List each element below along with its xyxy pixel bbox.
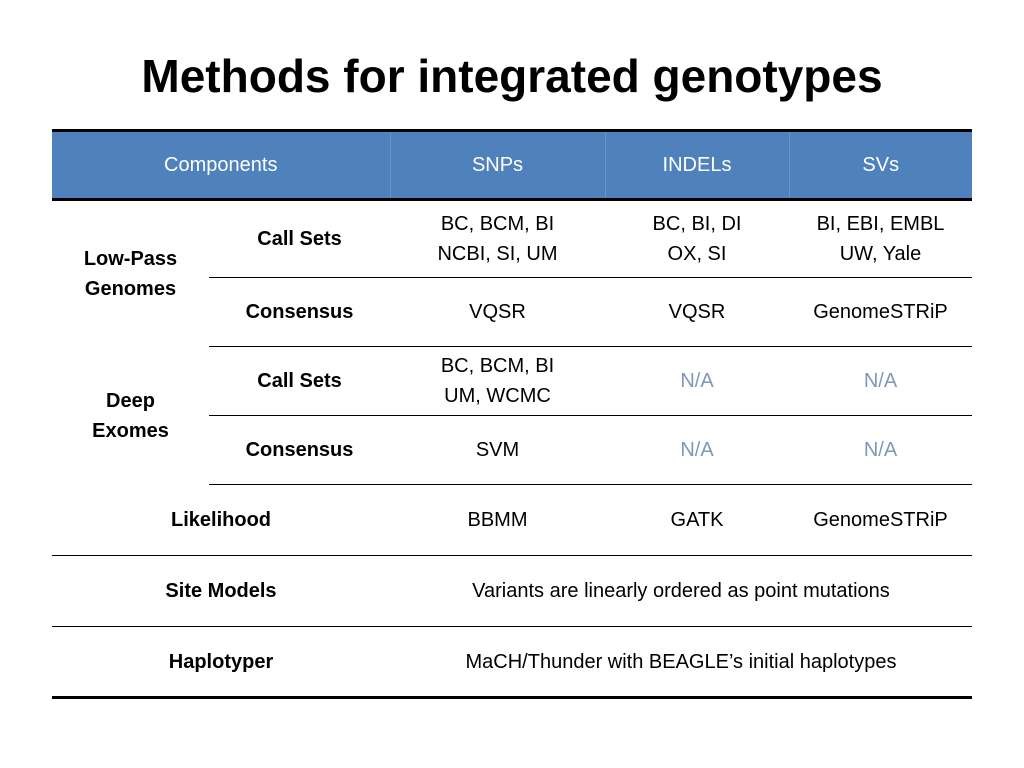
cell-snps: BBMM [390,484,605,556]
cell-indels: N/A [680,370,714,392]
header-snps: SNPs [389,129,605,201]
cell-svs: BI, EBI, EMBL UW, Yale [816,213,945,265]
cell-svs: N/A [789,415,972,485]
cell-svs: N/A [863,370,898,392]
row-label-site-models: Site Models [52,555,390,627]
cell-haplotyper-value: MaCH/Thunder with BEAGLE’s initial haplo… [390,626,972,699]
row-label-call-sets: Call Sets [257,370,342,392]
table-row: Low-Pass Genomes Call Sets BC, BCM, BI N… [52,200,972,300]
table-row: Site Models Variants are linearly ordere… [52,555,972,627]
table-row: Consensus VQSR VQSR GenomeSTRiP [52,277,972,347]
cell-indels: GATK [605,484,789,556]
row-label-call-sets: Call Sets [257,228,342,250]
table-row: Consensus SVM N/A N/A [52,415,972,485]
methods-table: Components SNPs INDELs SVs Low-Pass Geno… [52,129,972,699]
cell-indels: N/A [605,415,789,485]
header-svs: SVs [788,129,972,201]
cell-svs: GenomeSTRiP [789,277,972,347]
slide-title: Methods for integrated genotypes [141,50,883,102]
table-row: Haplotyper MaCH/Thunder with BEAGLE’s in… [52,626,972,699]
cell-snps: SVM [390,415,605,485]
group-label-deep-exomes: Deep Exomes [92,389,169,442]
row-label-likelihood: Likelihood [52,484,390,556]
table-row: Deep Exomes Call Sets BC, BCM, BI UM, WC… [52,347,972,442]
row-label-consensus: Consensus [209,415,390,485]
group-label-low-pass: Low-Pass Genomes [83,247,178,300]
cell-svs: GenomeSTRiP [789,484,972,556]
header-components: Components [52,129,390,201]
cell-snps: BC, BCM, BI NCBI, SI, UM [437,213,558,265]
table-row: Likelihood BBMM GATK GenomeSTRiP [52,484,972,556]
cell-snps: VQSR [390,277,605,347]
cell-indels: VQSR [605,277,789,347]
row-label-haplotyper: Haplotyper [52,626,390,699]
cell-snps: BC, BCM, BI UM, WCMC [440,355,555,407]
header-indels: INDELs [604,129,789,201]
cell-indels: BC, BI, DI OX, SI [652,213,742,265]
row-label-consensus: Consensus [209,277,390,347]
header-row: Components SNPs INDELs SVs [52,129,972,201]
cell-site-models-value: Variants are linearly ordered as point m… [390,555,972,627]
